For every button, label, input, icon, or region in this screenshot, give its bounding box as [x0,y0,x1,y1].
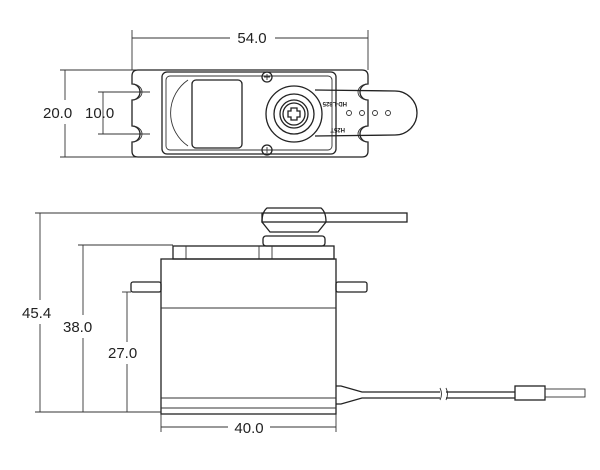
dim-45-4: 45.4 [22,212,262,412]
side-view: 45.4 38.0 27.0 40.0 [22,207,586,437]
dim-20-10: 20.0 10.0 [43,69,150,158]
mounting-tab-left [130,281,162,293]
cable [336,385,586,405]
dim-label-20: 20.0 [43,105,72,122]
connector [514,385,546,401]
dim-label-40: 40.0 [234,420,263,437]
top-view: 54.0 20.0 10.0 [43,30,418,158]
dim-40: 40.0 [160,414,337,437]
dim-label-54: 54.0 [237,30,266,47]
mounting-tab-right [335,281,368,293]
dim-27: 27.0 [35,291,161,413]
dim-label-27: 27.0 [108,345,137,362]
label-window [191,79,243,149]
dim-label-38: 38.0 [63,319,92,336]
dim-label-10: 10.0 [85,105,114,122]
mounting-plate [131,69,369,158]
top-cap [172,245,335,260]
horn-spline-label: H25T [330,126,345,132]
dim-54: 54.0 [131,30,369,70]
servo-horn-top: HD-L825 H25T [265,85,418,143]
servo-body [160,258,337,415]
horn-model-label: HD-L825 [322,100,347,106]
case-outline [161,71,337,155]
screw-icon [261,71,273,156]
servo-horn-side [261,207,408,247]
dim-label-45-4: 45.4 [22,305,51,322]
dim-38: 38.0 [63,244,173,412]
